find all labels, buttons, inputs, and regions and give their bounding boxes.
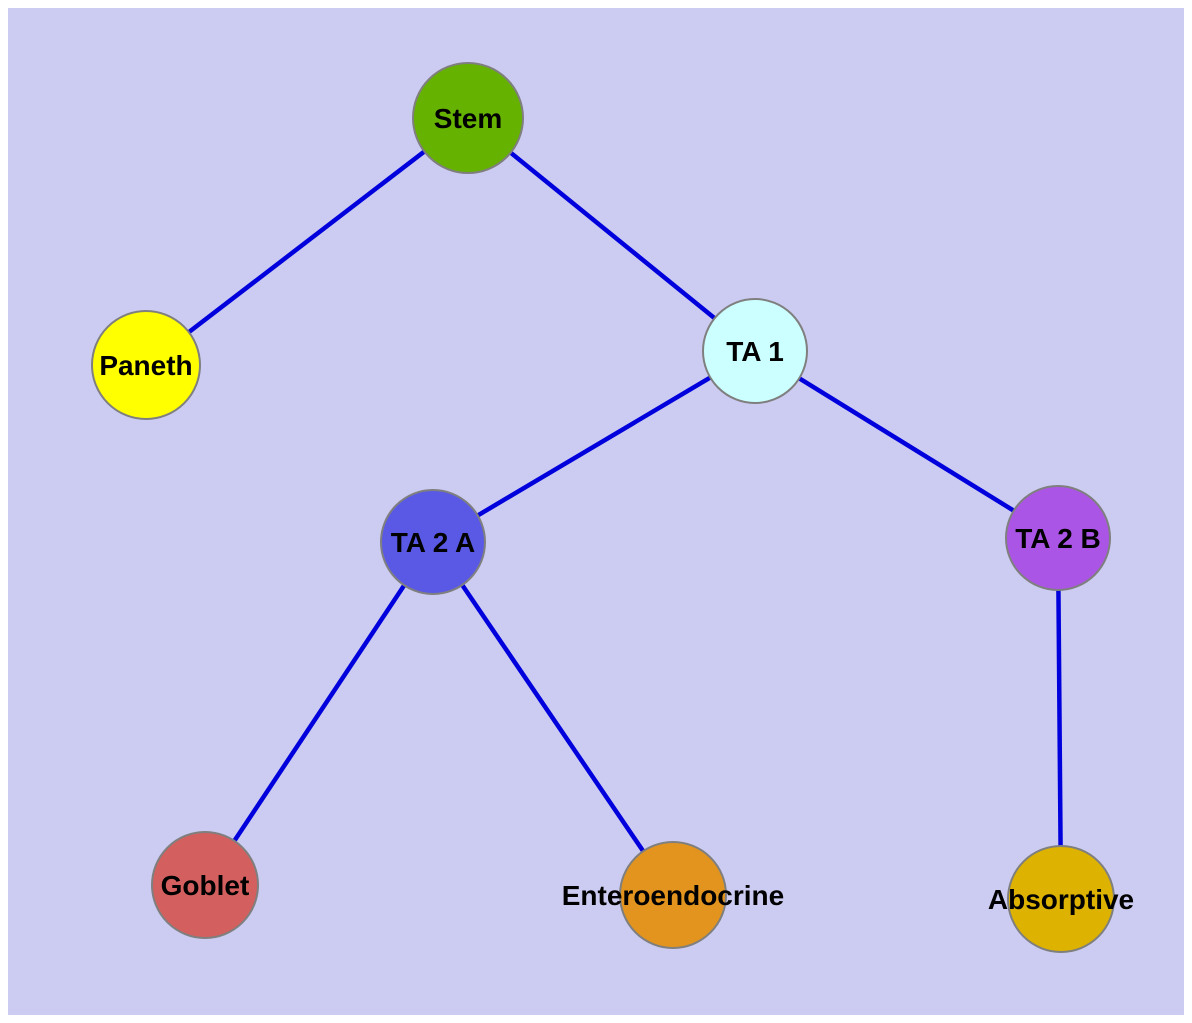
edge-ta1-ta2b bbox=[753, 349, 1060, 540]
node-goblet[interactable] bbox=[151, 831, 259, 939]
node-label-goblet: Goblet bbox=[161, 870, 250, 901]
edge-stem-ta1 bbox=[466, 116, 757, 353]
node-stem[interactable] bbox=[412, 62, 524, 174]
node-ta1[interactable] bbox=[702, 298, 808, 404]
node-label-absorptive: Absorptive bbox=[988, 884, 1134, 915]
edge-ta1-ta2a bbox=[431, 349, 757, 544]
node-label-ta2b: TA 2 B bbox=[1015, 523, 1101, 554]
node-label-ta1: TA 1 bbox=[726, 336, 784, 367]
node-ta2b[interactable] bbox=[1005, 485, 1111, 591]
node-label-enteroendocrine: Enteroendocrine bbox=[562, 880, 784, 911]
node-label-paneth: Paneth bbox=[99, 350, 192, 381]
node-absorptive[interactable] bbox=[1007, 845, 1115, 953]
node-label-ta2a: TA 2 A bbox=[391, 527, 476, 558]
node-paneth[interactable] bbox=[91, 310, 201, 420]
edge-ta2b-absorptive bbox=[1055, 537, 1064, 900]
edge-stem-paneth bbox=[144, 116, 470, 367]
node-enteroendocrine[interactable] bbox=[619, 841, 727, 949]
node-label-stem: Stem bbox=[434, 103, 502, 134]
edge-ta2a-enteroendocrine bbox=[431, 540, 675, 897]
node-ta2a[interactable] bbox=[380, 489, 486, 595]
edge-ta2a-goblet bbox=[203, 540, 435, 887]
